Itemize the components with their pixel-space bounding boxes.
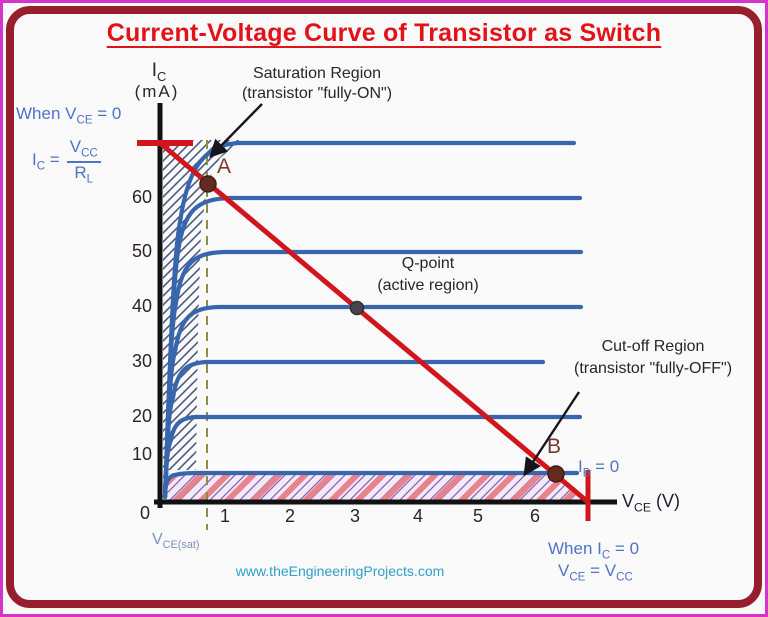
ic-equals: IC =: [32, 149, 60, 173]
output-curves: [162, 140, 584, 500]
saturation-region-hatch: [163, 140, 242, 470]
cutoff-arrow: [523, 391, 581, 477]
curve-40: [162, 304, 584, 500]
q-point-dot: [349, 300, 365, 316]
y-tick-10: 10: [131, 444, 152, 464]
page-title: Current-Voltage Curve of Transistor as S…: [107, 20, 661, 46]
x-axis-title: VCE (V): [622, 491, 681, 515]
fraction-denominator: RL: [74, 162, 94, 185]
page-title-text: Current-Voltage Curve of Transistor as S…: [106, 19, 662, 47]
x-tick-3: 3: [349, 506, 361, 526]
curve-60: [162, 195, 583, 500]
website-url: www.theEngineeringProjects.com: [235, 563, 445, 579]
point-a-label: A: [217, 155, 232, 178]
cutoff-label-line1: Cut-off Region: [601, 338, 705, 355]
fraction-numerator: VCC: [66, 138, 101, 163]
note-ic-equation: IC = VCC RL: [32, 138, 101, 185]
cutoff-region-hatch-pink: [163, 473, 583, 500]
note-ib-zero: IB = 0: [578, 457, 620, 480]
saturation-arrow: [209, 103, 263, 158]
point-b-dot: [547, 465, 565, 483]
y-tick-20: 20: [131, 406, 152, 426]
y-tick-60: 60: [131, 187, 152, 207]
curve-50: [162, 249, 584, 500]
y-tick-30: 30: [131, 351, 152, 371]
saturation-label-line2: (transistor "fully-ON"): [241, 85, 393, 102]
qpoint-label-line2: (active region): [377, 277, 479, 294]
note-vce-eq-vcc: VCE = VCC: [558, 561, 633, 584]
x-tick-2: 2: [284, 506, 296, 526]
curve-20: [162, 414, 583, 500]
cutoff-label-line2: (transistor "fully-OFF"): [573, 360, 733, 377]
x-tick-4: 4: [412, 506, 424, 526]
x-tick-1: 1: [219, 506, 231, 526]
curve-ib-0: [162, 470, 580, 500]
y-tick-40: 40: [131, 296, 152, 316]
point-a-dot: [199, 175, 217, 193]
note-when-ic: When IC = 0: [548, 539, 640, 562]
y-axis-unit: (mA): [134, 82, 180, 101]
y-tick-50: 50: [131, 241, 152, 261]
note-when-vce: When VCE = 0: [16, 104, 122, 127]
note-vce-sat: VCE(sat): [152, 531, 200, 552]
y-axis-title: IC: [151, 60, 167, 84]
saturation-label-line1: Saturation Region: [252, 65, 382, 82]
qpoint-label-line1: Q-point: [401, 255, 455, 272]
vcc-over-rl-fraction: VCC RL: [66, 138, 101, 185]
x-tick-6: 6: [529, 506, 541, 526]
point-b-label: B: [547, 435, 562, 458]
origin-label: 0: [140, 503, 151, 523]
x-tick-5: 5: [472, 506, 484, 526]
